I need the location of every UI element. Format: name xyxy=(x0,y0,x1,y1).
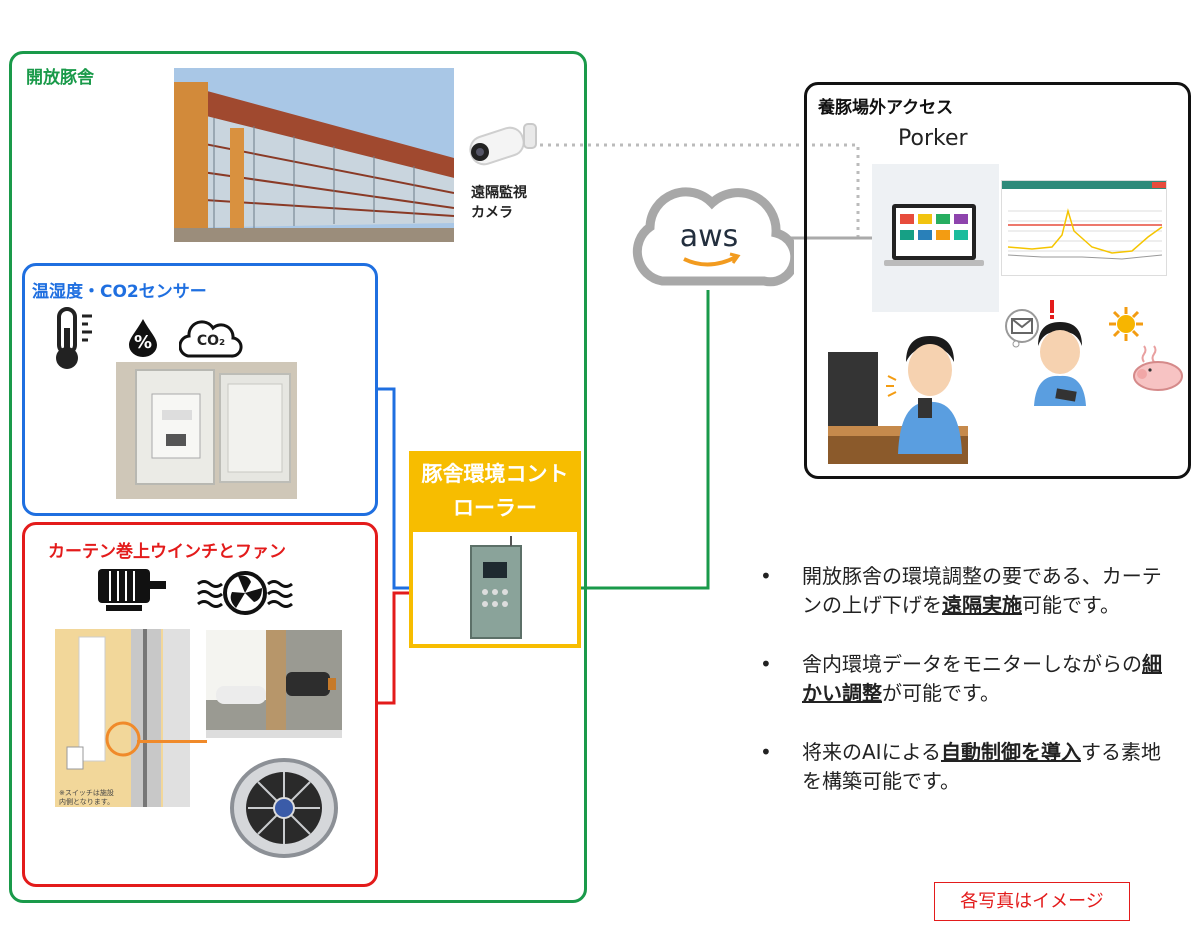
controller-body xyxy=(409,528,581,648)
aws-logo-text: aws xyxy=(679,219,739,254)
winch-fan-title: カーテン巻上ウインチとファン xyxy=(48,542,286,562)
co2-icon: CO₂ xyxy=(179,318,243,360)
camera-label-line2: カメラ xyxy=(471,205,513,221)
controller-header: 豚舎環境コント ローラー xyxy=(409,451,581,531)
camera-label: 遠隔監視 カメラ xyxy=(471,183,527,223)
camera-label-line1: 遠隔監視 xyxy=(471,185,527,201)
winch-closeup-photo xyxy=(206,630,342,738)
porker-label: Porker xyxy=(898,126,968,151)
camera-icon xyxy=(466,118,544,178)
controller-title-line2: ローラー xyxy=(453,496,537,520)
bullet-text: が可能です。 xyxy=(882,681,1000,705)
open-barn-box xyxy=(9,51,587,903)
bullet-item: • 開放豚舎の環境調整の要である、カーテンの上げ下げを遠隔実施可能です。 xyxy=(760,562,1180,620)
motor-icon xyxy=(96,563,170,619)
sun-icon xyxy=(1108,306,1144,346)
winch-installation-photo: ※スイッチは施設 内側となります。 xyxy=(55,629,190,807)
winch-fan-box xyxy=(22,522,378,887)
open-barn-title: 開放豚舎 xyxy=(26,68,94,88)
switch-caption: ※スイッチは施設 内側となります。 xyxy=(59,789,114,807)
switch-caption-line1: ※スイッチは施設 xyxy=(59,789,114,797)
humidity-icon: % xyxy=(126,318,160,358)
image-disclaimer-note: 各写真はイメージ xyxy=(934,882,1130,921)
switch-caption-line2: 内側となります。 xyxy=(59,798,115,806)
bullet-emphasis: 自動制御を導入 xyxy=(940,740,1081,764)
sensor-title: 温湿度・CO2センサー xyxy=(32,282,207,302)
controller-title-line1: 豚舎環境コント xyxy=(421,462,569,486)
fan-photo xyxy=(222,750,346,864)
bullet-emphasis: 細かい調整 xyxy=(802,652,1162,705)
remote-access-title: 養豚場外アクセス xyxy=(818,98,954,118)
farmer-at-pc-illustration xyxy=(826,334,968,470)
bullet-text: 将来のAIによる xyxy=(802,740,941,764)
humidity-percent: % xyxy=(133,332,153,353)
sensor-box-photo xyxy=(116,362,297,499)
camera-dotted-link xyxy=(540,143,860,238)
worried-farmer-illustration xyxy=(1030,318,1090,410)
zoom-connector-line xyxy=(137,740,207,743)
barn-photo xyxy=(174,68,454,242)
bullet-dot: • xyxy=(760,652,772,676)
alert-icon xyxy=(1048,300,1056,320)
bullet-item: • 舎内環境データをモニターしながらの細かい調整が可能です。 xyxy=(760,650,1180,708)
bullet-dot: • xyxy=(760,564,772,588)
bullet-text: する素地を構築可能です。 xyxy=(802,740,1161,793)
hot-pig-icon xyxy=(1130,344,1186,396)
bullet-text: 可能です。 xyxy=(1022,593,1120,617)
feature-bullets: • 開放豚舎の環境調整の要である、カーテンの上げ下げを遠隔実施可能です。 • 舎… xyxy=(760,562,1180,826)
co2-text: CO₂ xyxy=(196,333,226,349)
bullet-text: 開放豚舎の環境調整の要である、カーテンの上げ下げを xyxy=(802,564,1162,617)
bullet-text: 舎内環境データをモニターしながらの xyxy=(802,652,1142,676)
control-panel-photo xyxy=(470,536,522,639)
mail-notification-icon xyxy=(1004,308,1040,352)
aws-controller-link xyxy=(581,290,710,590)
bullet-dot: • xyxy=(760,740,772,764)
aws-cloud: aws xyxy=(624,185,794,291)
bullet-item: • 将来のAIによる自動制御を導入する素地を構築可能です。 xyxy=(760,738,1180,796)
sensor-controller-link xyxy=(378,387,409,590)
dashboard-screenshot xyxy=(1001,180,1167,276)
bullet-emphasis: 遠隔実施 xyxy=(942,593,1022,617)
sensor-box xyxy=(22,263,378,516)
fan-icon xyxy=(196,568,294,622)
winch-controller-link xyxy=(378,591,409,705)
thermometer-icon xyxy=(52,306,102,376)
laptop-photo xyxy=(872,164,999,312)
remote-access-box xyxy=(804,82,1191,479)
